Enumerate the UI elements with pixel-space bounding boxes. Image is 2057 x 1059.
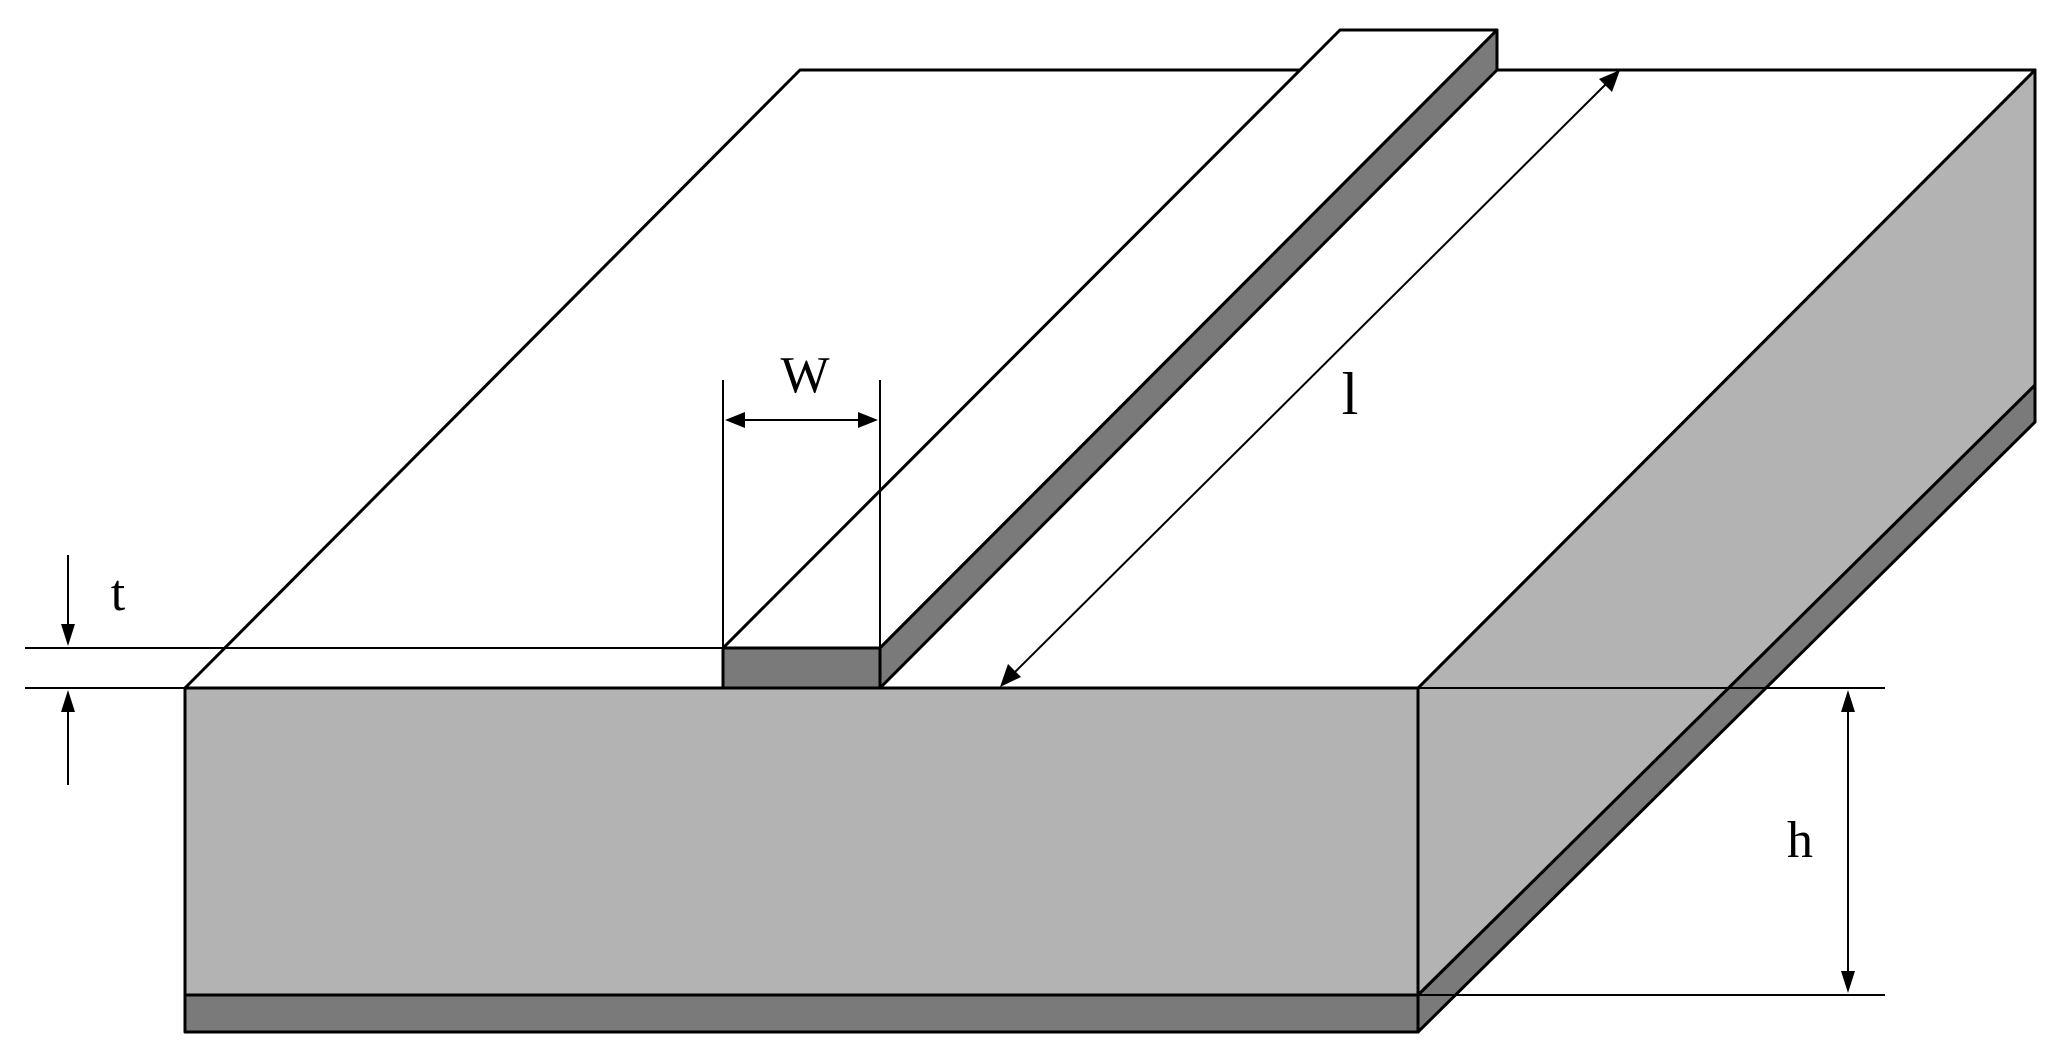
ground-plane-front: [183, 993, 1420, 1034]
length-arrowhead-bottom: [1000, 664, 1021, 687]
thickness-arrowhead-top: [61, 624, 75, 646]
thickness-label: t: [111, 565, 126, 622]
substrate-front-face: [183, 686, 1420, 997]
height-label: h: [1787, 812, 1813, 869]
strip-front-face: [721, 646, 882, 690]
length-arrowhead-top: [1599, 70, 1620, 92]
height-arrowhead-bottom: [1841, 971, 1855, 993]
width-label: W: [780, 347, 829, 404]
width-arrowhead-right: [858, 412, 878, 428]
length-label: l: [1342, 361, 1359, 427]
thickness-arrowhead-bottom: [61, 690, 75, 712]
height-arrowhead-top: [1841, 690, 1855, 712]
length-dimension-line: [1011, 81, 1609, 676]
width-arrowhead-left: [725, 412, 745, 428]
